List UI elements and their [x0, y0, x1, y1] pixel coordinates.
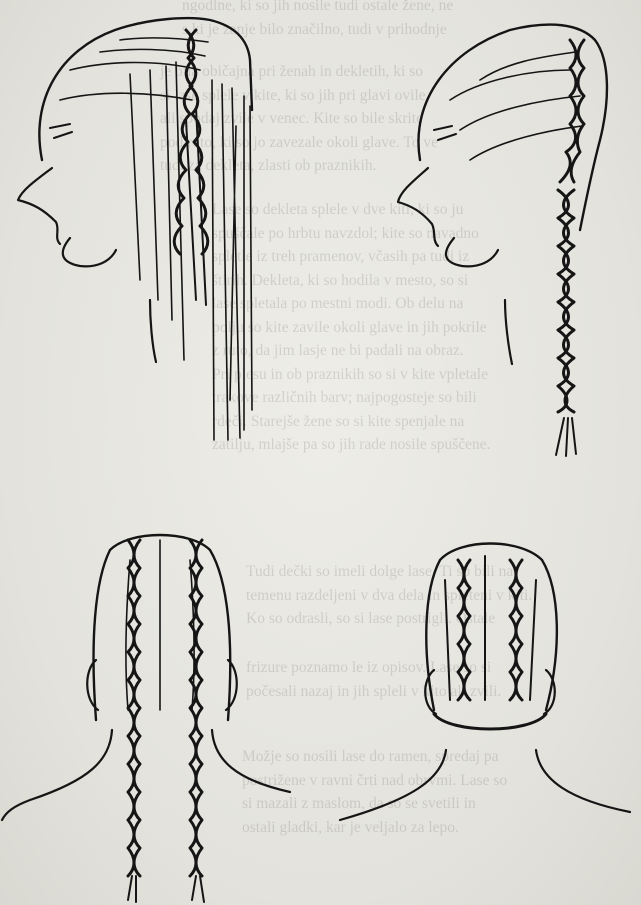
illustration-back-two-braids: [0, 520, 300, 905]
illustration-back-braids-pinned-up: [330, 520, 641, 905]
illustration-profile-long-braid: [360, 0, 641, 470]
illustration-profile-loose-hair-single-braid: [0, 0, 320, 470]
